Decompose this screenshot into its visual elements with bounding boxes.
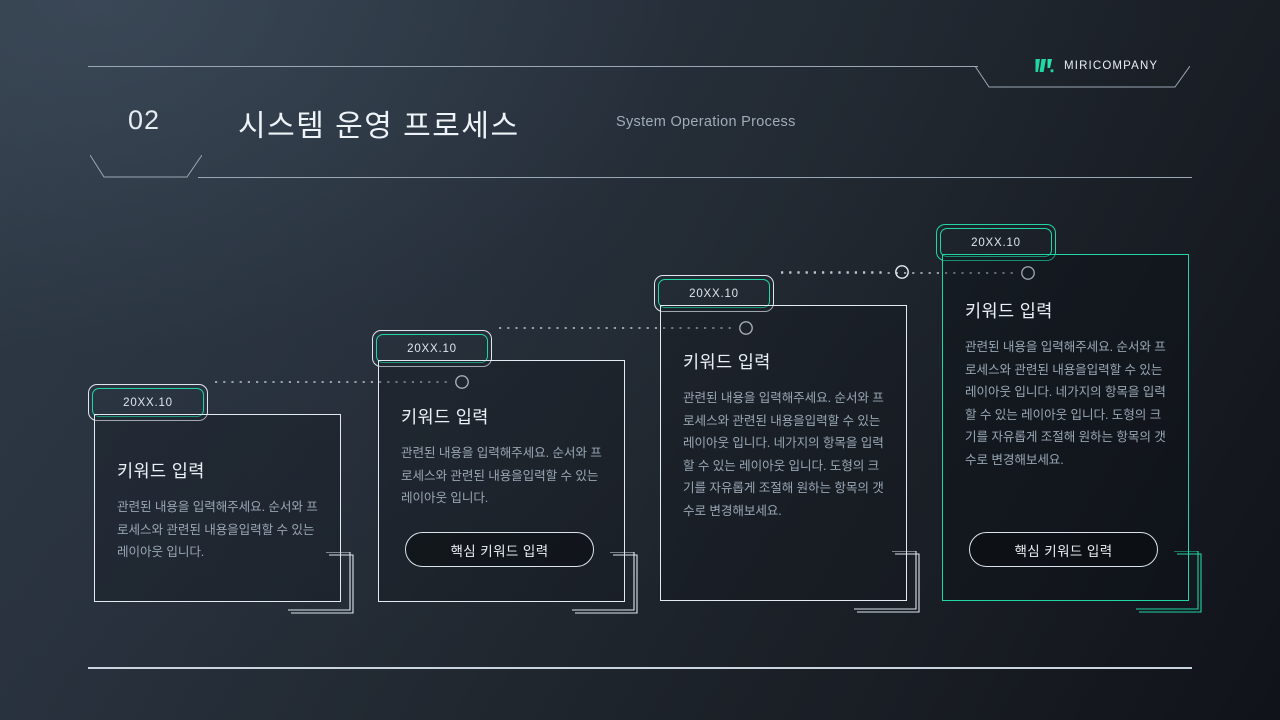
date-badge-label: 20XX.10 [689, 288, 739, 300]
header-top-notch [975, 66, 1190, 88]
miri-logo-icon [1035, 59, 1054, 73]
connector-line [499, 321, 753, 335]
card-action-button[interactable]: 핵심 키워드 입력 [969, 532, 1158, 567]
date-badge-inner: 20XX.10 [92, 388, 204, 417]
card-title: 키워드 입력 [965, 301, 1053, 321]
header-bottom-notch [90, 155, 202, 178]
date-badge: 20XX.10 [936, 224, 1056, 261]
card-title: 키워드 입력 [401, 407, 489, 427]
date-badge-inner: 20XX.10 [940, 228, 1052, 257]
card-action-button[interactable]: 핵심 키워드 입력 [405, 532, 594, 567]
header-top-rule [88, 66, 978, 67]
process-card[interactable]: 20XX.10 키워드 입력 관련된 내용을 입력해주세요. 순서와 프로세스와… [372, 321, 753, 614]
brand-logo: MIRICOMPANY [1035, 58, 1158, 73]
date-badge-label: 20XX.10 [123, 397, 173, 409]
connector-line [781, 265, 909, 279]
date-badge: 20XX.10 [88, 384, 208, 421]
card-text: 관련된 내용을 입력해주세요. 순서와 프로세스와 관련된 내용을입력할 수 있… [401, 446, 602, 505]
process-card-active[interactable]: 20XX.10 키워드 입력 관련된 내용을 입력해주세요. 순서와 프로세스와… [936, 224, 1202, 613]
card-title: 키워드 입력 [683, 352, 771, 372]
card-text: 관련된 내용을 입력해주세요. 순서와 프로세스와 관련된 내용을입력할 수 있… [965, 340, 1166, 467]
date-badge-label: 20XX.10 [407, 343, 457, 355]
card-title: 키워드 입력 [117, 461, 205, 481]
header-bottom-rule [198, 177, 1192, 178]
date-badge-inner: 20XX.10 [376, 334, 488, 363]
page-title: 시스템 운영 프로세스 [238, 110, 520, 143]
date-badge: 20XX.10 [372, 330, 492, 367]
date-badge-label: 20XX.10 [971, 237, 1021, 249]
brand-name: MIRICOMPANY [1064, 59, 1159, 72]
connector-line [215, 375, 469, 389]
card-text: 관련된 내용을 입력해주세요. 순서와 프로세스와 관련된 내용을입력할 수 있… [117, 500, 318, 559]
connector-line [781, 266, 1035, 280]
date-badge-inner: 20XX.10 [658, 279, 770, 308]
card-text: 관련된 내용을 입력해주세요. 순서와 프로세스와 관련된 내용을입력할 수 있… [683, 391, 884, 518]
process-card[interactable]: 20XX.10 키워드 입력 관련된 내용을 입력해주세요. 순서와 프로세스와… [654, 266, 1035, 613]
process-card[interactable]: 20XX.10 키워드 입력 관련된 내용을 입력해주세요. 순서와 프로세스와… [88, 375, 469, 614]
date-badge: 20XX.10 [654, 275, 774, 312]
page-subtitle: System Operation Process [616, 114, 796, 130]
footer-rule [88, 667, 1192, 669]
section-number: 02 [128, 105, 161, 135]
